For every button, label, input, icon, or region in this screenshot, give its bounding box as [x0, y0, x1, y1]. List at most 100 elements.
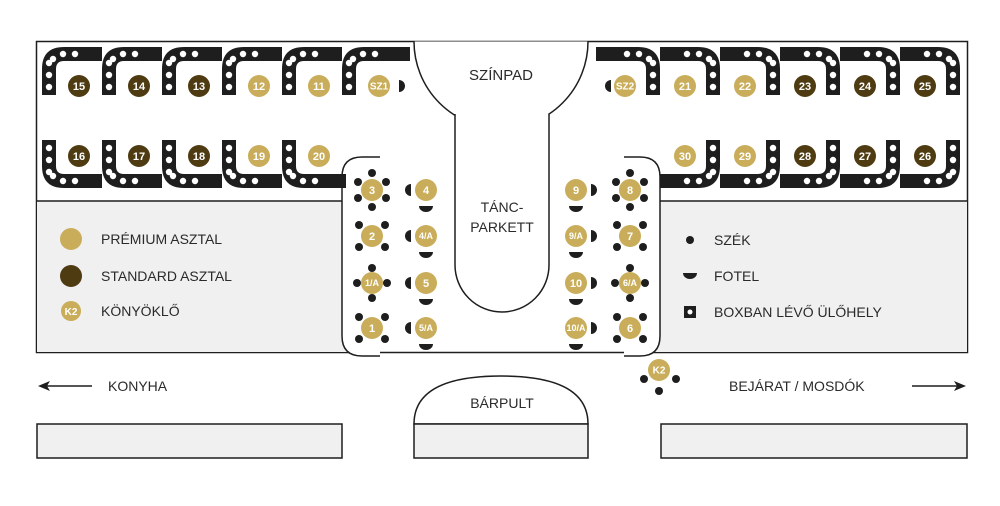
table-dot	[415, 272, 437, 294]
chair-icon	[381, 313, 389, 321]
table-number: 19	[253, 151, 265, 163]
booth-30[interactable]	[660, 140, 720, 188]
chair-icon	[626, 264, 634, 272]
chair-icon	[613, 243, 621, 251]
table-10[interactable]: 10	[565, 272, 587, 294]
table-2[interactable]: 2	[361, 225, 383, 247]
booth-21[interactable]	[660, 47, 720, 95]
table-number: 1	[369, 323, 375, 335]
table-1/A[interactable]: 1/A	[361, 272, 383, 294]
booth-seat-icon	[225, 71, 233, 79]
booth-20[interactable]	[282, 140, 342, 188]
booth-bench	[282, 47, 342, 95]
booth-13[interactable]	[162, 47, 222, 95]
table-9[interactable]: 9	[565, 179, 587, 201]
table-26[interactable]: 26	[914, 145, 936, 167]
table-3[interactable]: 3	[361, 179, 383, 201]
armchair-icon	[605, 80, 611, 92]
table-29[interactable]: 29	[734, 145, 756, 167]
entrance-label[interactable]: BEJÁRAT / MOSDÓK	[729, 378, 865, 394]
booth-seat-icon	[649, 59, 657, 67]
booth-seat-icon	[165, 156, 173, 164]
table-14[interactable]: 14	[128, 75, 150, 97]
table-1[interactable]: 1	[361, 317, 383, 339]
booth-seat-icon	[191, 177, 199, 185]
booth-25[interactable]	[900, 47, 960, 95]
booth-seat-icon	[645, 55, 653, 63]
booth-seat-icon	[885, 55, 893, 63]
booth-23[interactable]	[780, 47, 840, 95]
counter-table-group: K2	[640, 359, 680, 395]
armchair-icon	[591, 322, 597, 334]
armchair-icon	[569, 252, 583, 258]
table-27[interactable]: 27	[854, 145, 876, 167]
table-9/A[interactable]: 9/A	[565, 225, 587, 247]
kitchen-label[interactable]: KONYHA	[108, 378, 168, 394]
booth-seat-icon	[695, 177, 703, 185]
table-5/A[interactable]: 5/A	[415, 317, 437, 339]
table-15[interactable]: 15	[68, 75, 90, 97]
booth-seat-icon	[225, 59, 233, 67]
booth-14[interactable]	[102, 47, 162, 95]
table-25[interactable]: 25	[914, 75, 936, 97]
booth-SZ1[interactable]	[342, 47, 402, 95]
booth-SZ2[interactable]	[600, 47, 660, 95]
booth-28[interactable]	[780, 140, 840, 188]
booth-seat-icon	[765, 172, 773, 180]
booth-11[interactable]	[282, 47, 342, 95]
booth-19[interactable]	[222, 140, 282, 188]
table-8[interactable]: 8	[619, 179, 641, 201]
table-number: 5	[423, 278, 429, 290]
booth-18[interactable]	[162, 140, 222, 188]
table-SZ2[interactable]: SZ2	[614, 75, 636, 97]
table-5[interactable]: 5	[415, 272, 437, 294]
chair-icon	[639, 313, 647, 321]
booth-27[interactable]	[840, 140, 900, 188]
table-10/A[interactable]: 10/A	[565, 317, 587, 339]
table-16[interactable]: 16	[68, 145, 90, 167]
booth-seat-icon	[889, 144, 897, 152]
table-7[interactable]: 7	[619, 225, 641, 247]
table-SZ1[interactable]: SZ1	[368, 75, 390, 97]
chair-icon	[368, 294, 376, 302]
table-13[interactable]: 13	[188, 75, 210, 97]
table-number: SZ2	[616, 82, 635, 93]
table-12[interactable]: 12	[248, 75, 270, 97]
table-28[interactable]: 28	[794, 145, 816, 167]
table-number: 29	[739, 151, 751, 163]
booth-seat-icon	[169, 55, 177, 63]
booth-26[interactable]	[900, 140, 960, 188]
table-6/A[interactable]: 6/A	[619, 272, 641, 294]
booth-29[interactable]	[720, 140, 780, 188]
table-30[interactable]: 30	[674, 145, 696, 167]
table-4/A[interactable]: 4/A	[415, 225, 437, 247]
table-19[interactable]: 19	[248, 145, 270, 167]
booth-12[interactable]	[222, 47, 282, 95]
table-4[interactable]: 4	[415, 179, 437, 201]
booth-17[interactable]	[102, 140, 162, 188]
booth-seat-icon	[225, 144, 233, 152]
table-22[interactable]: 22	[734, 75, 756, 97]
booth-22[interactable]	[720, 47, 780, 95]
table-24[interactable]: 24	[854, 75, 876, 97]
table-11[interactable]: 11	[308, 75, 330, 97]
booth-bench	[222, 140, 282, 188]
chair-icon	[613, 313, 621, 321]
table-number: 27	[859, 151, 871, 163]
booth-24[interactable]	[840, 47, 900, 95]
table-17[interactable]: 17	[128, 145, 150, 167]
booth-seat-icon	[359, 50, 367, 58]
booth-15[interactable]	[42, 47, 102, 95]
table-18[interactable]: 18	[188, 145, 210, 167]
booth-bench	[42, 140, 102, 188]
booth-16[interactable]	[42, 140, 102, 188]
table-K2[interactable]: K2	[648, 359, 670, 381]
booth-seat-icon	[649, 83, 657, 91]
booth-seat-icon	[923, 50, 931, 58]
table-6[interactable]: 6	[619, 317, 641, 339]
table-23[interactable]: 23	[794, 75, 816, 97]
table-21[interactable]: 21	[674, 75, 696, 97]
booth-seat-icon	[165, 71, 173, 79]
chair-icon	[368, 264, 376, 272]
table-20[interactable]: 20	[308, 145, 330, 167]
